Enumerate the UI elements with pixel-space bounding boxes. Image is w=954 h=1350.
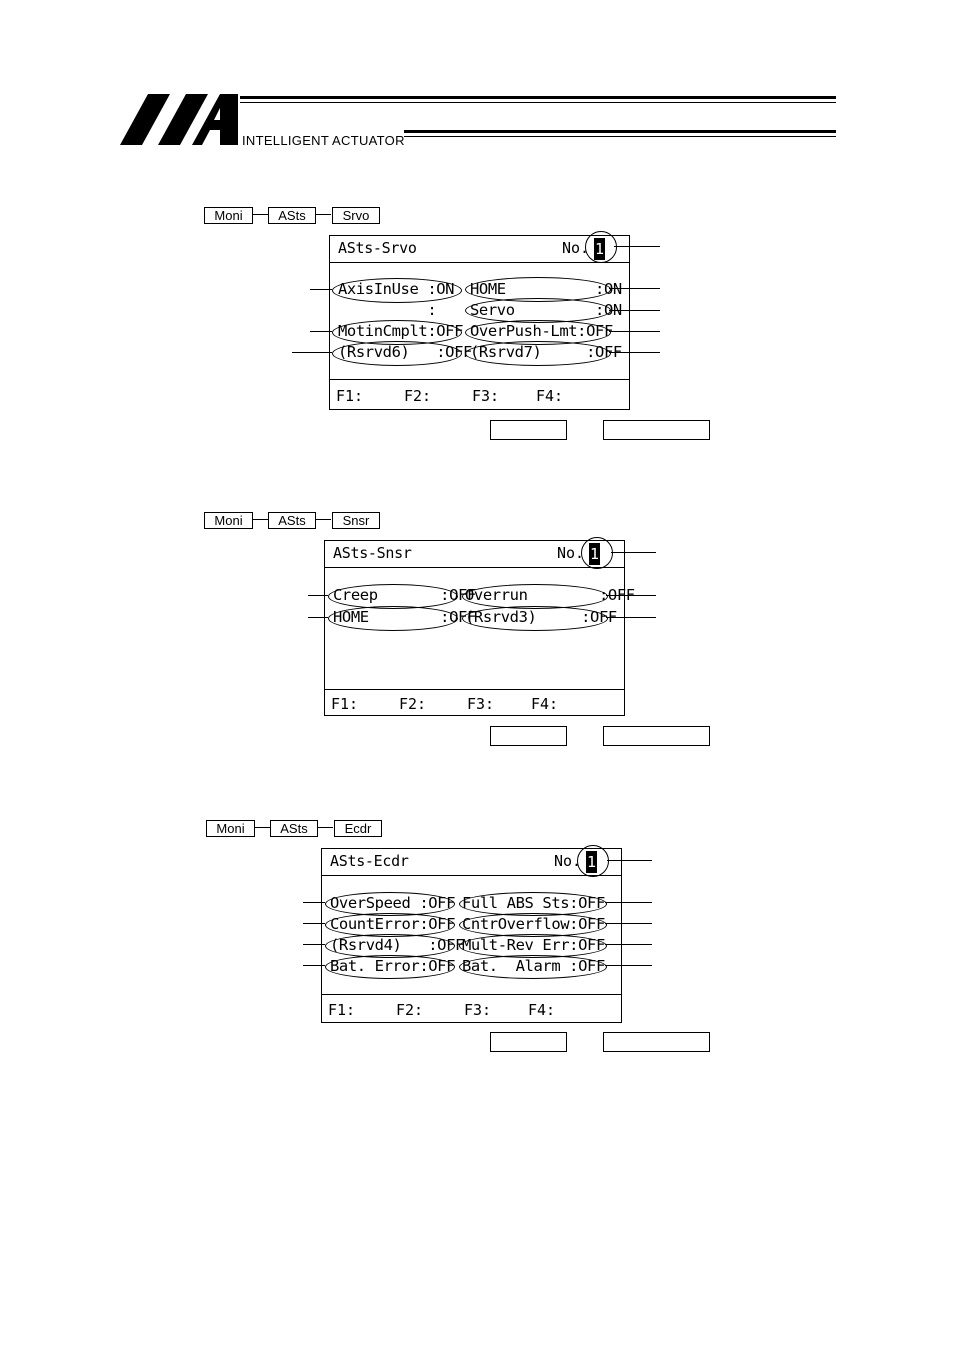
breadcrumb-ecdr: Moni ASts Ecdr: [206, 820, 386, 837]
crumb-connector: [253, 214, 268, 215]
callout-circle: [581, 537, 613, 569]
leader-line: [292, 352, 332, 353]
fkey-f1[interactable]: F1:: [331, 695, 359, 713]
leader-line: [303, 965, 325, 966]
fkey-f1[interactable]: F1:: [336, 387, 364, 405]
crumb-ecdr[interactable]: Ecdr: [334, 820, 382, 837]
leader-line: [303, 944, 325, 945]
iai-logo-icon: [120, 94, 238, 145]
header-rule-bottom-2: [404, 136, 836, 137]
soft-key-box[interactable]: [490, 420, 567, 440]
fkey-f4[interactable]: F4:: [536, 387, 564, 405]
callout-circle: [577, 845, 609, 877]
leader-line: [605, 944, 652, 945]
callout-oval: [465, 341, 611, 366]
callout-oval: [325, 955, 455, 979]
soft-key-box[interactable]: [603, 726, 710, 746]
screen-title: ASts-Srvo: [338, 239, 417, 257]
screen-title: ASts-Snsr: [333, 544, 412, 562]
crumb-moni[interactable]: Moni: [204, 512, 253, 529]
fkey-f2[interactable]: F2:: [396, 1001, 424, 1019]
crumb-moni[interactable]: Moni: [204, 207, 253, 224]
crumb-asts[interactable]: ASts: [268, 512, 316, 529]
fkey-f1[interactable]: F1:: [328, 1001, 356, 1019]
leader-line: [310, 289, 332, 290]
fkey-f3[interactable]: F3:: [467, 695, 495, 713]
crumb-asts[interactable]: ASts: [268, 207, 316, 224]
callout-oval: [328, 606, 458, 631]
callout-oval: [332, 278, 462, 303]
crumb-connector: [316, 519, 331, 520]
leader-line: [609, 310, 660, 311]
soft-key-box[interactable]: [603, 1032, 710, 1052]
title-separator: [330, 262, 629, 263]
crumb-asts[interactable]: ASts: [270, 820, 318, 837]
fkey-f4[interactable]: F4:: [531, 695, 559, 713]
header-rule-bottom-1: [404, 130, 836, 133]
fkey-f4[interactable]: F4:: [528, 1001, 556, 1019]
brand-text: INTELLIGENT ACTUATOR: [242, 133, 405, 148]
fkey-f2[interactable]: F2:: [404, 387, 432, 405]
leader-line: [609, 331, 660, 332]
leader-line: [303, 923, 325, 924]
leader-line: [606, 595, 656, 596]
field-blank: :: [338, 301, 437, 319]
header-rule-top-2: [240, 102, 836, 103]
leader-line: [609, 288, 660, 289]
callout-oval: [459, 955, 607, 979]
axis-no-label: No.: [557, 544, 585, 562]
header-rule-top-1: [240, 96, 836, 99]
soft-key-box[interactable]: [603, 420, 710, 440]
callout-oval: [332, 341, 462, 366]
soft-key-box[interactable]: [490, 1032, 567, 1052]
crumb-srvo[interactable]: Srvo: [332, 207, 380, 224]
screen-title: ASts-Ecdr: [330, 852, 409, 870]
soft-key-box[interactable]: [490, 726, 567, 746]
axis-no-label: No.: [554, 852, 582, 870]
title-separator: [325, 567, 624, 568]
breadcrumb-srvo: Moni ASts Srvo: [204, 207, 384, 224]
breadcrumb-snsr: Moni ASts Snsr: [204, 512, 384, 529]
axis-no-label: No.: [562, 239, 590, 257]
crumb-connector: [253, 519, 268, 520]
leader-line: [607, 860, 652, 861]
fkey-f3[interactable]: F3:: [464, 1001, 492, 1019]
crumb-connector: [318, 827, 333, 828]
crumb-snsr[interactable]: Snsr: [332, 512, 380, 529]
leader-line: [609, 352, 660, 353]
leader-line: [303, 902, 325, 903]
crumb-connector: [255, 827, 270, 828]
fkey-separator: [325, 689, 624, 690]
leader-line: [310, 331, 332, 332]
callout-oval: [462, 606, 608, 631]
leader-line: [308, 617, 328, 618]
fkey-f3[interactable]: F3:: [472, 387, 500, 405]
leader-line: [605, 902, 652, 903]
leader-line: [606, 617, 656, 618]
leader-line: [611, 552, 656, 553]
leader-line: [605, 965, 652, 966]
leader-line: [614, 246, 660, 247]
crumb-connector: [316, 214, 331, 215]
leader-line: [308, 595, 328, 596]
title-separator: [322, 875, 621, 876]
crumb-moni[interactable]: Moni: [206, 820, 255, 837]
fkey-f2[interactable]: F2:: [399, 695, 427, 713]
leader-line: [605, 923, 652, 924]
callout-circle: [585, 231, 617, 263]
fkey-separator: [330, 379, 629, 380]
fkey-separator: [322, 994, 621, 995]
